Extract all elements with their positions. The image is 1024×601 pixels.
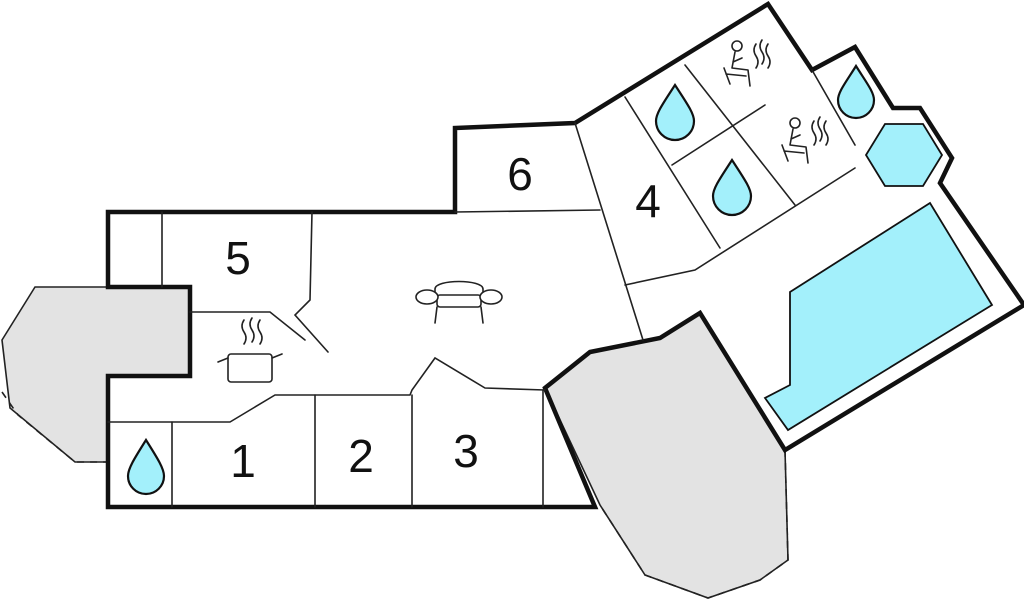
sauna-icon <box>781 116 829 164</box>
water-drop-icon <box>654 82 696 142</box>
terrace-right-dashed-edge <box>599 449 789 599</box>
room-label-4: 4 <box>635 175 661 227</box>
water-drop-icons <box>126 63 876 496</box>
room-label-6: 6 <box>507 148 533 200</box>
room-label-3: 3 <box>453 425 479 477</box>
room-label-1: 1 <box>230 435 256 487</box>
water-drop-icon <box>126 437 166 496</box>
cooking-pot-icon <box>217 317 283 383</box>
water-drop-icon <box>836 63 876 120</box>
terrace-left-dashed-edge <box>1 391 108 463</box>
interior-walls <box>107 64 856 508</box>
outer-wall <box>105 0 1024 510</box>
pool <box>763 201 994 432</box>
room-label-5: 5 <box>225 232 251 284</box>
water-drop-icon <box>711 157 753 217</box>
terrace-right <box>544 311 789 599</box>
hot-tub <box>864 123 944 187</box>
sauna-icon <box>723 39 771 87</box>
sofa-icon <box>415 280 503 324</box>
room-label-2: 2 <box>348 430 374 482</box>
